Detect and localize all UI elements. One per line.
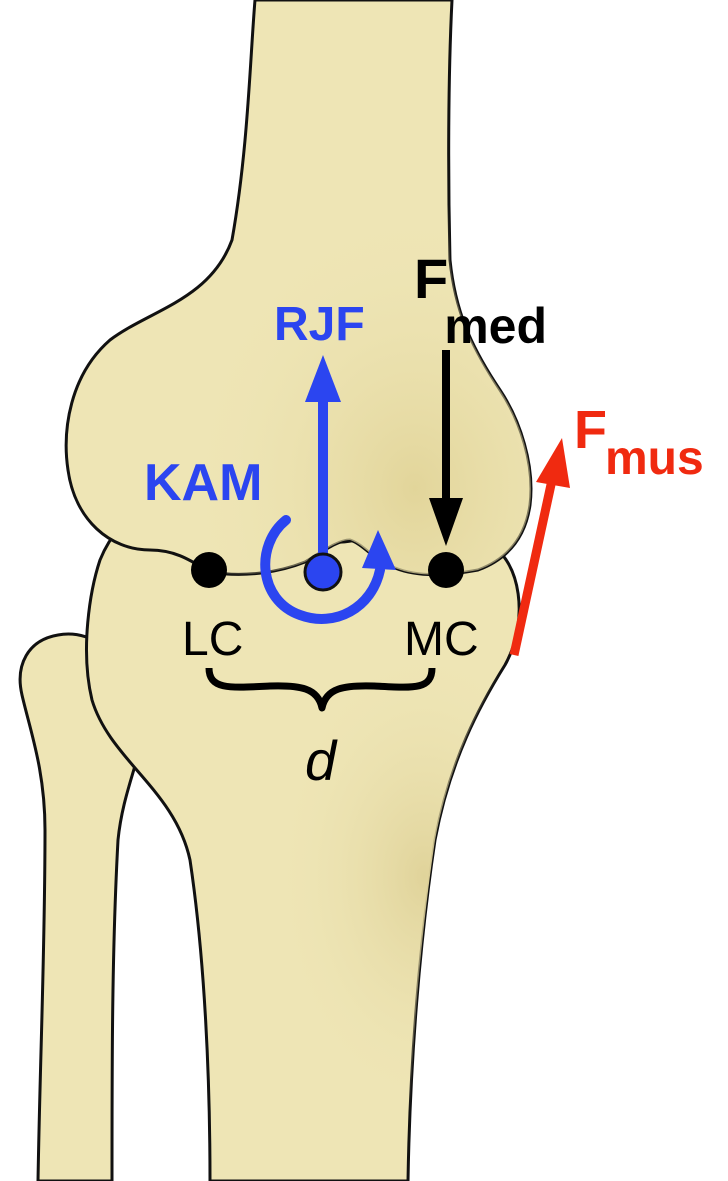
- lc-label: LC: [182, 613, 243, 666]
- medial-condyle-point: [428, 552, 464, 588]
- distance-label: d: [305, 729, 338, 792]
- joint-center-point: [305, 554, 341, 590]
- rjf-label: RJF: [274, 298, 365, 351]
- mc-label: MC: [404, 613, 479, 666]
- f-mus-label: Fmus: [574, 400, 704, 485]
- kam-label: KAM: [144, 454, 262, 512]
- lateral-condyle-point: [191, 552, 227, 588]
